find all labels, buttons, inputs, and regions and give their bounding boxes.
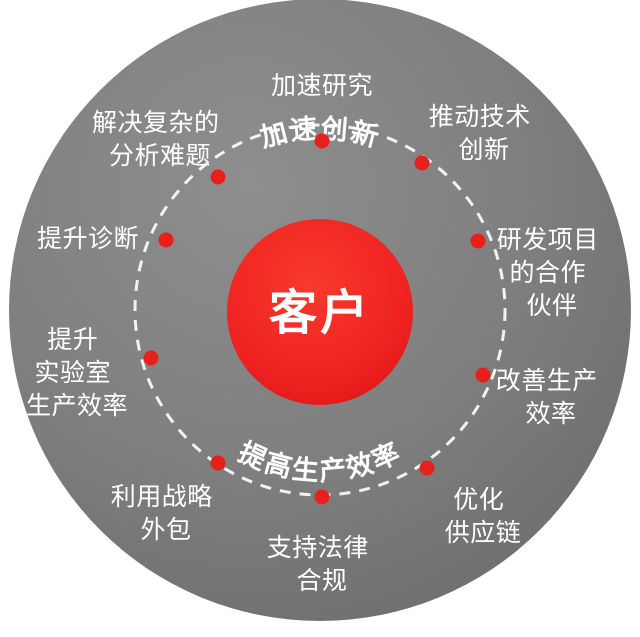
node-line: 实验室 bbox=[35, 358, 112, 387]
node-line: 的合作 bbox=[510, 258, 587, 287]
node-label-accelerate-research[interactable]: 加速研究 bbox=[271, 71, 373, 100]
node-label-optimize-supply-chain[interactable]: 优化 供应链 bbox=[445, 485, 522, 547]
node-line: 提升诊断 bbox=[37, 224, 139, 253]
node-dot-improve-diagnostics[interactable] bbox=[158, 232, 174, 248]
node-dot-accelerate-research[interactable] bbox=[314, 133, 330, 149]
node-label-drive-tech-innovation[interactable]: 推动技术 创新 bbox=[429, 102, 539, 164]
node-line: 改善生产 bbox=[496, 366, 598, 395]
node-line: 推动技术 bbox=[429, 102, 531, 131]
node-line: 分析难题 bbox=[109, 141, 211, 170]
node-line: 优化 bbox=[453, 485, 504, 514]
node-line: 外包 bbox=[140, 515, 191, 544]
node-line: 生产效率 bbox=[26, 391, 128, 420]
node-dots bbox=[143, 133, 491, 505]
node-dot-legal-compliance[interactable] bbox=[314, 489, 330, 505]
node-label-improve-lab-productivity[interactable]: 提升 实验室 生产效率 bbox=[26, 325, 128, 420]
node-dot-strategic-outsourcing[interactable] bbox=[210, 455, 226, 471]
node-line: 提升 bbox=[47, 325, 98, 354]
core-label: 客户 bbox=[269, 285, 371, 341]
node-dot-solve-complex-analysis[interactable] bbox=[210, 169, 226, 185]
node-labels: 加速研究 解决复杂的 分析难题 推动技术 创新 提升诊断 研发项目 的合作 伙伴… bbox=[26, 71, 607, 595]
node-line: 利用战略 bbox=[111, 482, 213, 511]
node-line: 加速研究 bbox=[271, 71, 373, 100]
node-label-solve-complex-analysis[interactable]: 解决复杂的 分析难题 bbox=[92, 108, 228, 170]
node-label-improve-production-efficiency[interactable]: 改善生产 效率 bbox=[496, 366, 606, 428]
node-label-rd-partners[interactable]: 研发项目 的合作 伙伴 bbox=[497, 225, 607, 320]
node-label-legal-compliance[interactable]: 支持法律 合规 bbox=[267, 533, 377, 595]
node-dot-optimize-supply-chain[interactable] bbox=[419, 460, 435, 476]
node-line: 创新 bbox=[458, 135, 509, 164]
node-line: 解决复杂的 bbox=[92, 108, 220, 137]
node-line: 支持法律 bbox=[267, 533, 369, 562]
node-line: 供应链 bbox=[445, 518, 522, 547]
node-line: 研发项目 bbox=[497, 225, 599, 254]
node-line: 合规 bbox=[296, 566, 347, 595]
node-dot-drive-tech-innovation[interactable] bbox=[414, 155, 430, 171]
node-dot-improve-lab-productivity[interactable] bbox=[143, 350, 159, 366]
node-label-improve-diagnostics[interactable]: 提升诊断 bbox=[37, 224, 139, 253]
node-line: 效率 bbox=[525, 399, 576, 428]
node-dot-improve-production-efficiency[interactable] bbox=[475, 367, 491, 383]
core-circle[interactable] bbox=[227, 219, 413, 405]
node-dot-rd-partners[interactable] bbox=[470, 233, 486, 249]
node-label-strategic-outsourcing[interactable]: 利用战略 外包 bbox=[111, 482, 221, 544]
node-line: 伙伴 bbox=[526, 291, 577, 320]
